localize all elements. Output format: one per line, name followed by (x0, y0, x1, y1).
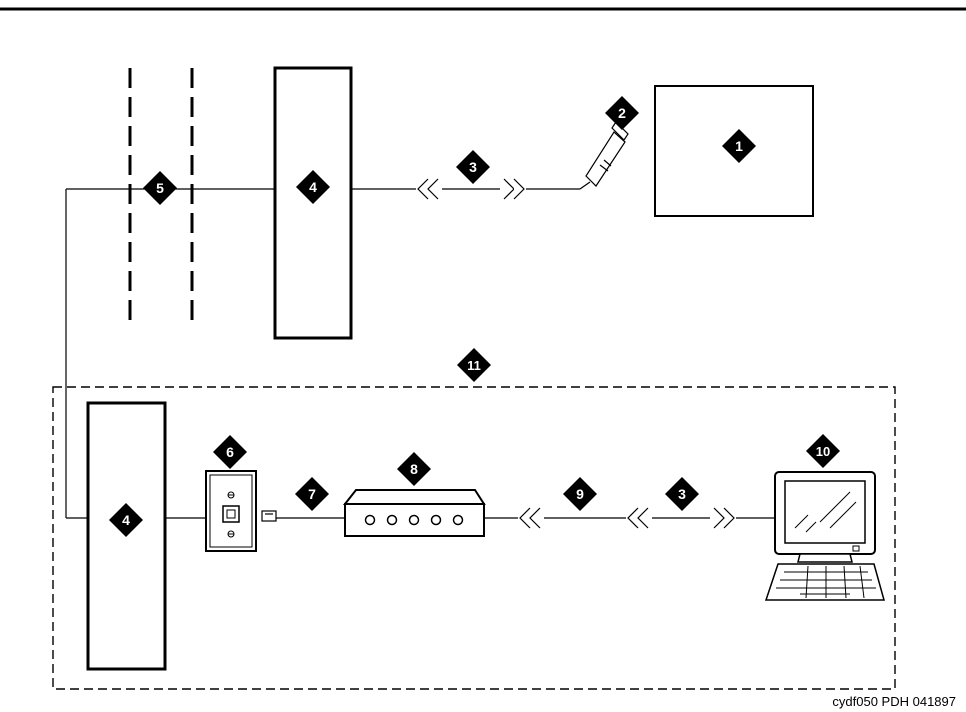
callout-4-top-label: 4 (309, 179, 317, 195)
cable-break-left-icon (416, 179, 442, 199)
cable-break-right-icon (500, 179, 526, 199)
cable-connector-icon (580, 122, 628, 189)
cable-break-bottom-3-icon (710, 508, 736, 528)
callout-8: 8 (397, 452, 431, 486)
callout-7: 7 (295, 477, 329, 511)
callout-1-label: 1 (735, 138, 743, 154)
callout-2-label: 2 (618, 105, 626, 121)
callout-8-label: 8 (410, 461, 418, 477)
customer-site-boundary (53, 387, 895, 689)
callout-10: 10 (806, 434, 840, 468)
callout-2: 2 (605, 96, 639, 130)
modular-plug-icon (262, 511, 276, 521)
callout-4-bottom-label: 4 (122, 512, 130, 528)
callout-11: 11 (457, 348, 491, 382)
callout-3-bottom: 3 (665, 477, 699, 511)
callout-10-label: 10 (816, 444, 830, 459)
callout-9: 9 (563, 477, 597, 511)
callout-3-bottom-label: 3 (678, 486, 686, 502)
cable-break-bottom-1-icon (518, 508, 544, 528)
callout-3-top-label: 3 (469, 159, 477, 175)
cable-break-bottom-2-icon (626, 508, 652, 528)
figure-caption: cydf050 PDH 041897 (832, 694, 956, 709)
wall-jack-icon (206, 471, 256, 551)
callout-9-label: 9 (576, 486, 584, 502)
callout-5: 5 (143, 171, 177, 205)
terminal-computer-icon (766, 472, 884, 600)
callout-7-label: 7 (308, 486, 316, 502)
callout-5-label: 5 (156, 180, 164, 196)
modem-icon (345, 490, 484, 536)
callout-6-label: 6 (226, 444, 234, 460)
callout-3-top: 3 (456, 150, 490, 184)
callout-6: 6 (213, 435, 247, 469)
callout-11-label: 11 (467, 358, 481, 373)
